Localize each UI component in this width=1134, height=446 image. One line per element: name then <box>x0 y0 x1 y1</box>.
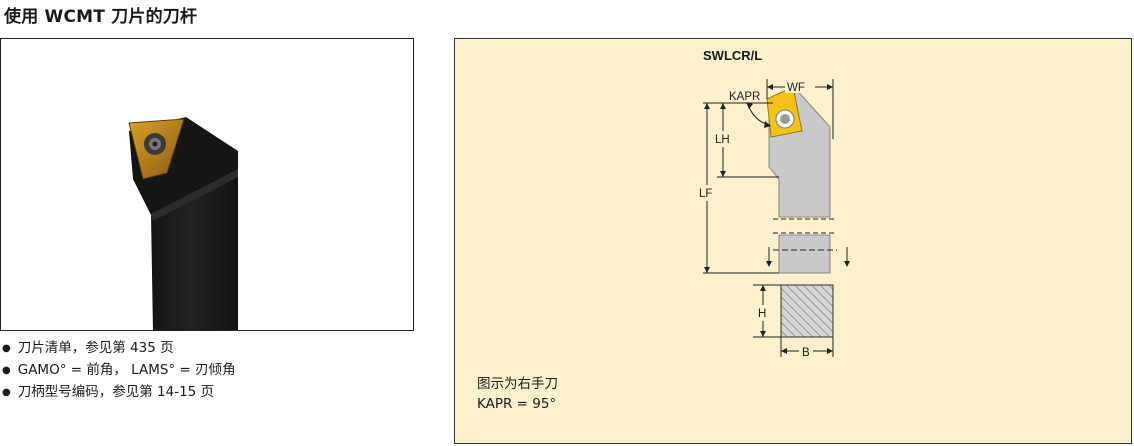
dimension-drawing: KAPR WF LH LF <box>698 79 850 359</box>
holder-shank <box>778 234 831 274</box>
label-lf: LF <box>699 188 712 200</box>
label-b: B <box>802 347 810 359</box>
label-wf: WF <box>787 82 805 94</box>
product-photo <box>0 38 414 331</box>
toolholder-photo-illustration <box>128 117 238 330</box>
diagram-title: SWLCR/L <box>703 48 763 63</box>
diagram-caption: 图示为右手刀 KAPR = 95° <box>477 374 558 414</box>
notes-list: 刀片清单，参见第 435 页 GAMO° = 前角， LAMS° = 刃倾角 刀… <box>2 338 236 404</box>
caption-kapr: KAPR = 95° <box>477 396 557 412</box>
cross-section <box>780 284 834 338</box>
dimension-diagram: SWLCR/L KAPR WF <box>454 38 1132 444</box>
note-item: 刀柄型号编码，参见第 14-15 页 <box>2 382 236 404</box>
page-title: 使用 WCMT 刀片的刀杆 <box>4 7 198 27</box>
label-kapr: KAPR <box>729 91 760 103</box>
label-h: H <box>758 308 766 320</box>
note-item: GAMO° = 前角， LAMS° = 刃倾角 <box>2 360 236 382</box>
caption-hand: 图示为右手刀 <box>477 376 558 392</box>
label-lh: LH <box>715 134 730 146</box>
note-item: 刀片清单，参见第 435 页 <box>2 338 236 360</box>
